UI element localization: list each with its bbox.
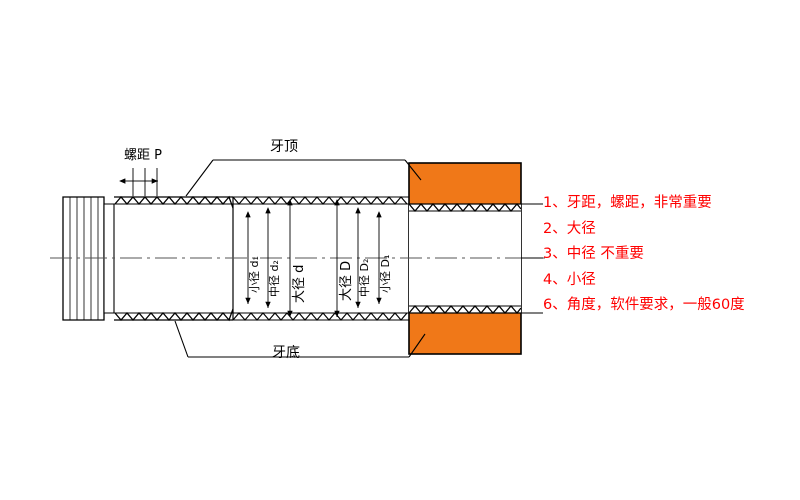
nut-body (408, 162, 522, 355)
note-item-1: 1、牙距，螺距，非常重要 (543, 195, 712, 211)
dim-label-pitchdia-D2: 中径 D₂ (358, 258, 371, 297)
label-pitch: 螺距 P (124, 148, 162, 163)
engagement-threads (232, 196, 409, 321)
dim-label-minor-D1: 小径 D₁ (379, 254, 392, 293)
pitch-dimension (119, 168, 158, 196)
internal-thread-profile (408, 202, 522, 315)
root-leader (174, 320, 426, 358)
note-item-4: 4、小径 (543, 271, 596, 288)
note-item-3: 3、中径 不重要 (543, 246, 644, 262)
external-thread-profile (114, 195, 234, 322)
dim-label-minor-d1: 小径 d₁ (248, 256, 261, 293)
dim-label-major-D: 大径 D (339, 260, 354, 301)
bolt-shank (62, 196, 115, 321)
dim-label-major-d: 大径 d (292, 264, 307, 303)
note-item-5: 6、角度，软件要求，一般60度 (543, 297, 745, 313)
internal-dimension-lines (330, 199, 386, 317)
label-root: 牙底 (272, 345, 300, 361)
annotation-notes: 1、牙距，螺距，非常重要 2、大径 3、中径 不重要 4、小径 6、角度，软件要… (543, 191, 795, 319)
note-item-2: 2、大径 (543, 220, 596, 237)
note-leaders (521, 203, 543, 314)
external-dimension-lines (240, 199, 296, 317)
label-crest: 牙顶 (270, 139, 298, 155)
dim-label-pitchdia-d2: 中径 d₂ (268, 260, 281, 297)
crest-leader (185, 159, 422, 197)
